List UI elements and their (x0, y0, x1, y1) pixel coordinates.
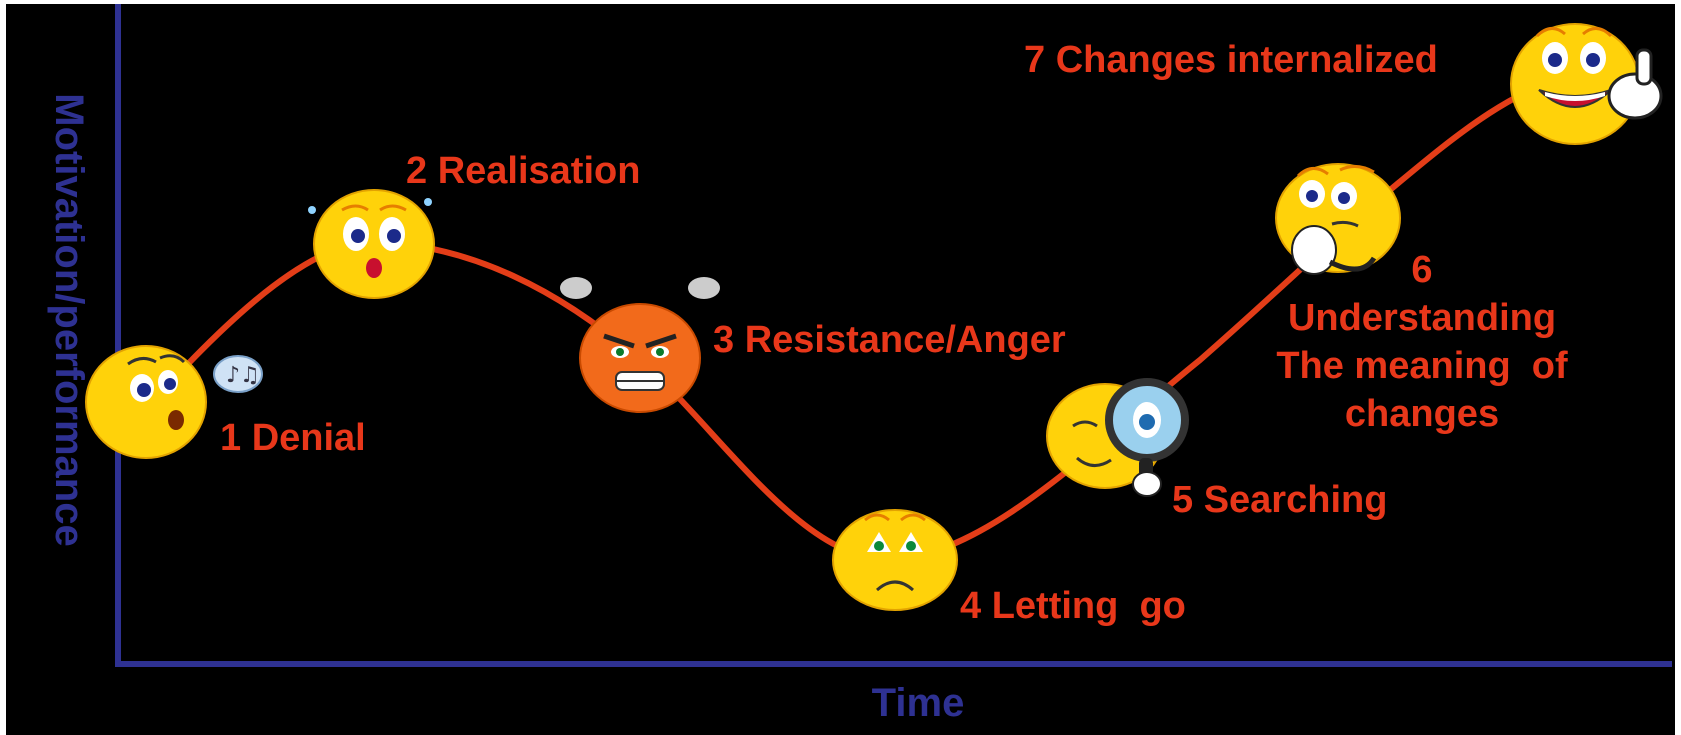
stage-label-internalized: 7 Changes internalized (1024, 39, 1438, 81)
stage-label-denial: 1 Denial (220, 417, 366, 459)
diagram-background (6, 4, 1675, 735)
magnifier-face-icon (1046, 378, 1189, 497)
stage-label-searching: 5 Searching (1172, 479, 1387, 521)
stage-label-understanding-line: The meaning of (1276, 345, 1568, 387)
stage-label-resistance: 3 Resistance/Anger (713, 319, 1066, 361)
angry-face-icon (560, 277, 720, 413)
thinking-face-icon (1275, 163, 1401, 275)
stage-label-understanding-line: changes (1345, 393, 1499, 435)
stage-label-understanding: 6 Understanding The meaning of changes (1276, 249, 1568, 435)
thumbs-up-face-icon (1510, 23, 1663, 145)
surprised-face-icon (308, 189, 435, 299)
stage-label-letting-go: 4 Letting go (960, 585, 1186, 627)
svg-text:♪♫: ♪♫ (226, 363, 260, 388)
whistling-face-icon: ♪♫ (85, 345, 263, 459)
stage-label-understanding-line: 6 (1411, 249, 1432, 291)
sad-face-icon (832, 509, 958, 611)
stage-label-realisation: 2 Realisation (406, 150, 640, 192)
x-axis-label: Time (872, 681, 965, 725)
y-axis-label: Motivation/performance (47, 93, 91, 546)
stage-label-understanding-line: Understanding (1288, 297, 1556, 339)
